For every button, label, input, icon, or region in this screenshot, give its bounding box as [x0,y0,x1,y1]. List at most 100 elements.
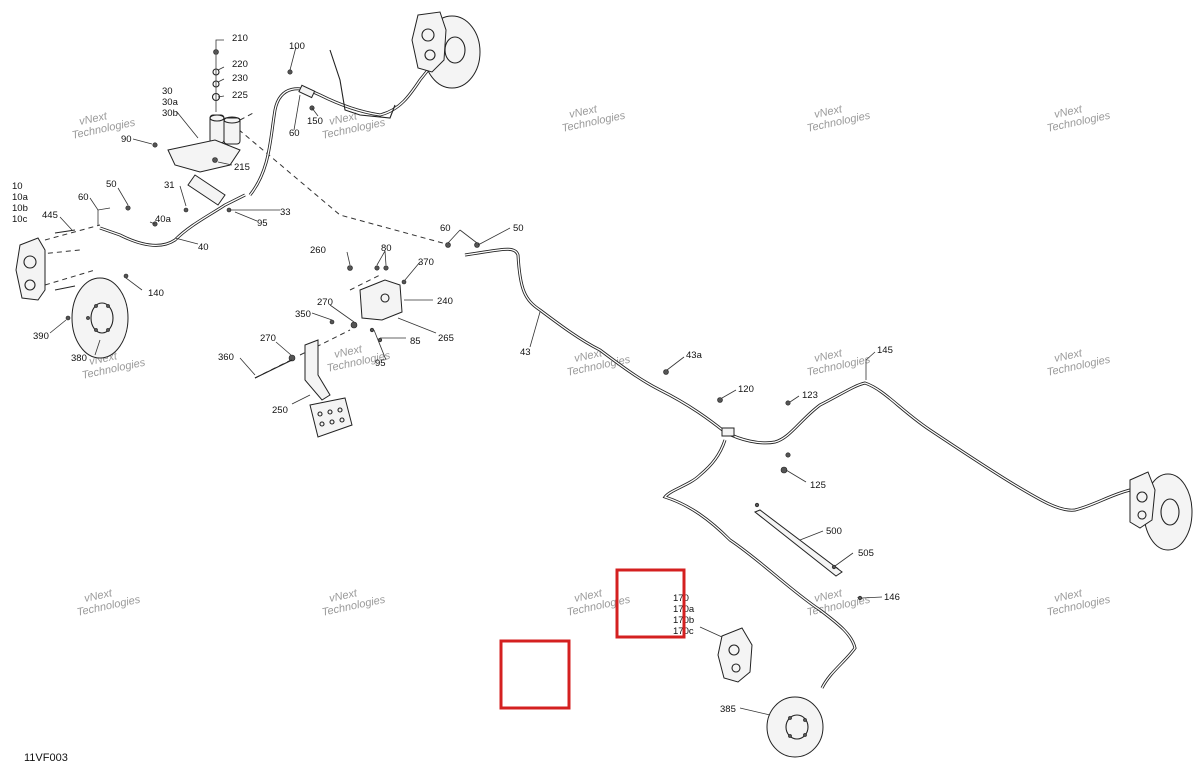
highlight-box-empty[interactable] [499,639,571,710]
rear-left-brake-assembly [717,627,824,758]
callout-265: 265 [438,333,454,344]
svg-text:vNext: vNext [328,587,359,605]
callout-labels: 210 220 230 225 30 30a 30b 90 215 31 33 … [12,33,900,715]
callout-10a: 10a [12,192,29,203]
svg-text:vNext: vNext [813,103,844,121]
callout-33: 33 [280,207,291,218]
callout-30a: 30a [162,97,179,108]
callout-40: 40 [198,242,209,253]
callout-380: 380 [71,353,87,364]
callout-370: 370 [418,257,434,268]
alignment-lines [29,111,841,571]
callout-80: 80 [381,243,392,254]
callout-40a: 40a [155,214,172,225]
pedal-arm [304,339,331,401]
callout-30b: 30b [162,108,178,119]
svg-text:vNext: vNext [1053,587,1084,605]
callout-350: 350 [295,309,311,320]
front-left-disc [71,277,129,359]
callout-385: 385 [720,704,736,715]
callout-95-lower: 95 [375,358,386,369]
svg-text:vNext: vNext [573,587,604,605]
brake-pedal-assembly [254,265,407,438]
callout-145: 145 [877,345,893,356]
callout-43a: 43a [686,350,703,361]
callout-260: 260 [310,245,326,256]
callout-100: 100 [289,41,305,52]
reservoir [209,114,225,144]
callout-150: 150 [307,116,323,127]
callout-230: 230 [232,73,248,84]
callout-270-lower: 270 [260,333,276,344]
callout-30: 30 [162,86,173,97]
junction-fittings [445,242,791,474]
diagram-reference-code: 11VF003 [24,752,68,764]
master-cylinder-body [167,139,241,173]
callout-210: 210 [232,33,248,44]
callout-270-upper: 270 [317,297,333,308]
callout-215: 215 [234,162,250,173]
callout-123: 123 [802,390,818,401]
callout-120: 120 [738,384,754,395]
callout-125: 125 [810,480,826,491]
callout-360: 360 [218,352,234,363]
svg-text:vNext: vNext [1053,103,1084,121]
rear-right-brake-assembly [1129,471,1193,551]
callout-240: 240 [437,296,453,307]
front-left-brake-assembly [15,205,158,359]
callout-220: 220 [232,59,248,70]
callout-43: 43 [520,347,531,358]
callout-225: 225 [232,90,248,101]
front-right-brake-assembly [287,11,481,119]
leader-lines [49,39,883,716]
callout-146: 146 [884,592,900,603]
callout-85: 85 [410,336,421,347]
svg-text:vNext: vNext [813,347,844,365]
pedal-pad [309,397,353,438]
callout-90: 90 [121,134,132,145]
master-cylinder-assembly [152,49,241,213]
callout-60-top: 60 [289,128,300,139]
svg-text:vNext: vNext [328,110,359,128]
svg-text:vNext: vNext [1053,347,1084,365]
callout-60-mid: 60 [440,223,451,234]
callout-50-left: 50 [106,179,117,190]
pushrod-boot [187,174,226,206]
svg-text:vNext: vNext [813,587,844,605]
callout-390: 390 [33,331,49,342]
callout-170: 170 [673,593,689,604]
brake-lines [99,69,1131,689]
highlight-box-callout-170[interactable] [615,568,686,639]
line-bracket-500 [754,502,863,601]
callout-250: 250 [272,405,288,416]
callout-95-upper: 95 [257,218,268,229]
svg-text:vNext: vNext [83,587,114,605]
svg-text:vNext: vNext [573,347,604,365]
callout-505: 505 [858,548,874,559]
svg-text:vNext: vNext [568,103,599,121]
callout-10c: 10c [12,214,28,225]
rear-right-caliper [1129,471,1156,529]
svg-text:vNext: vNext [333,343,364,361]
front-right-caliper [411,11,447,73]
callout-60-left: 60 [78,192,89,203]
highlight-boxes [499,568,686,710]
callout-31: 31 [164,180,175,191]
callout-140: 140 [148,288,164,299]
svg-text:vNext: vNext [78,110,109,128]
callout-445: 445 [42,210,58,221]
